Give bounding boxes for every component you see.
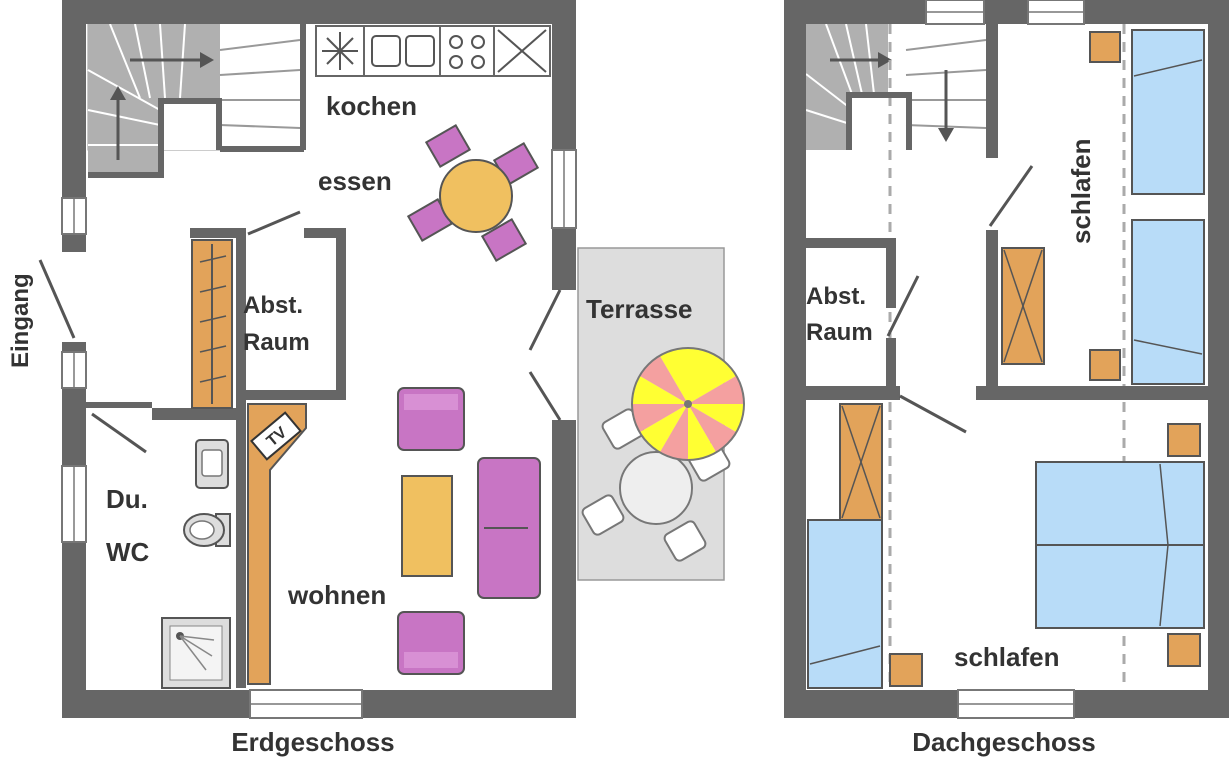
stove-icon	[449, 35, 485, 69]
toilet-icon	[183, 513, 231, 547]
label-essen: essen	[318, 166, 392, 196]
bedroom-top-furniture	[1001, 29, 1205, 385]
label-terrasse: Terrasse	[586, 294, 693, 324]
title-erdgeschoss: Erdgeschoss	[231, 727, 394, 757]
tv-cabinet: TV	[247, 403, 307, 685]
sink-icon	[371, 35, 435, 67]
fridge-icon	[322, 32, 358, 70]
label-abst-upper: Abst.	[806, 283, 866, 310]
bedroom-bottom-furniture	[807, 403, 1205, 689]
wardrobe	[191, 239, 233, 409]
terrace	[577, 247, 745, 581]
label-schlafen-bottom: schlafen	[954, 642, 1060, 672]
umbrella-icon	[631, 347, 745, 461]
upper-floor: Abst. Raum schlafen schlafen Dachgeschos…	[784, 0, 1229, 757]
label-eingang: Eingang	[7, 273, 34, 368]
shower-icon	[161, 617, 231, 689]
label-raum-upper: Raum	[806, 319, 873, 346]
sink-icon	[195, 439, 229, 489]
upper-stairs	[805, 23, 988, 150]
label-abst: Abst.	[243, 292, 303, 319]
ground-stairs	[87, 23, 301, 176]
label-du: Du.	[106, 484, 148, 514]
label-wc: WC	[106, 537, 150, 567]
label-wohnen: wohnen	[287, 580, 386, 610]
label-kochen: kochen	[326, 91, 417, 121]
kitchen-counter	[315, 25, 551, 77]
label-raum: Raum	[243, 329, 310, 356]
ground-floor: TV	[7, 0, 745, 757]
title-dachgeschoss: Dachgeschoss	[912, 727, 1096, 757]
living-furniture	[397, 387, 541, 675]
tv-icon: TV	[250, 411, 302, 461]
label-schlafen-top: schlafen	[1066, 139, 1096, 245]
dining-table	[406, 124, 540, 262]
